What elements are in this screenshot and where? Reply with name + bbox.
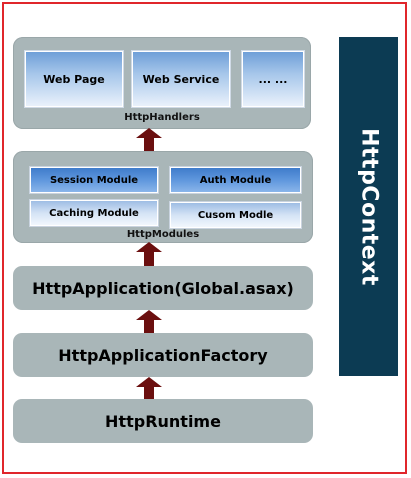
caching-module-box: Caching Module — [30, 200, 158, 226]
http-context-label: HttpContext — [356, 127, 381, 286]
session-module-box: Session Module — [30, 167, 158, 193]
web-page-box: Web Page — [25, 51, 123, 107]
http-handlers-panel: Web Page Web Service ... ... HttpHandler… — [13, 37, 311, 129]
arrow-modules-to-handlers — [136, 128, 162, 152]
http-application-bar: HttpApplication(Global.asax) — [13, 266, 313, 310]
http-context-panel: HttpContext — [339, 37, 398, 376]
http-runtime-bar: HttpRuntime — [13, 399, 313, 443]
web-service-box: Web Service — [132, 51, 230, 107]
custom-module-box: Cusom Modle — [170, 202, 301, 228]
http-modules-label: HttpModules — [126, 229, 200, 240]
http-application-factory-bar: HttpApplicationFactory — [13, 333, 313, 377]
arrow-factory-to-application — [136, 310, 162, 334]
http-handlers-label: HttpHandlers — [124, 112, 200, 123]
auth-module-box: Auth Module — [170, 167, 301, 193]
more-handlers-box: ... ... — [242, 51, 304, 107]
arrow-application-to-modules — [136, 242, 162, 266]
http-modules-panel: Session Module Auth Module Caching Modul… — [13, 151, 313, 243]
arrow-runtime-to-factory — [136, 377, 162, 401]
diagram-frame — [2, 2, 407, 474]
